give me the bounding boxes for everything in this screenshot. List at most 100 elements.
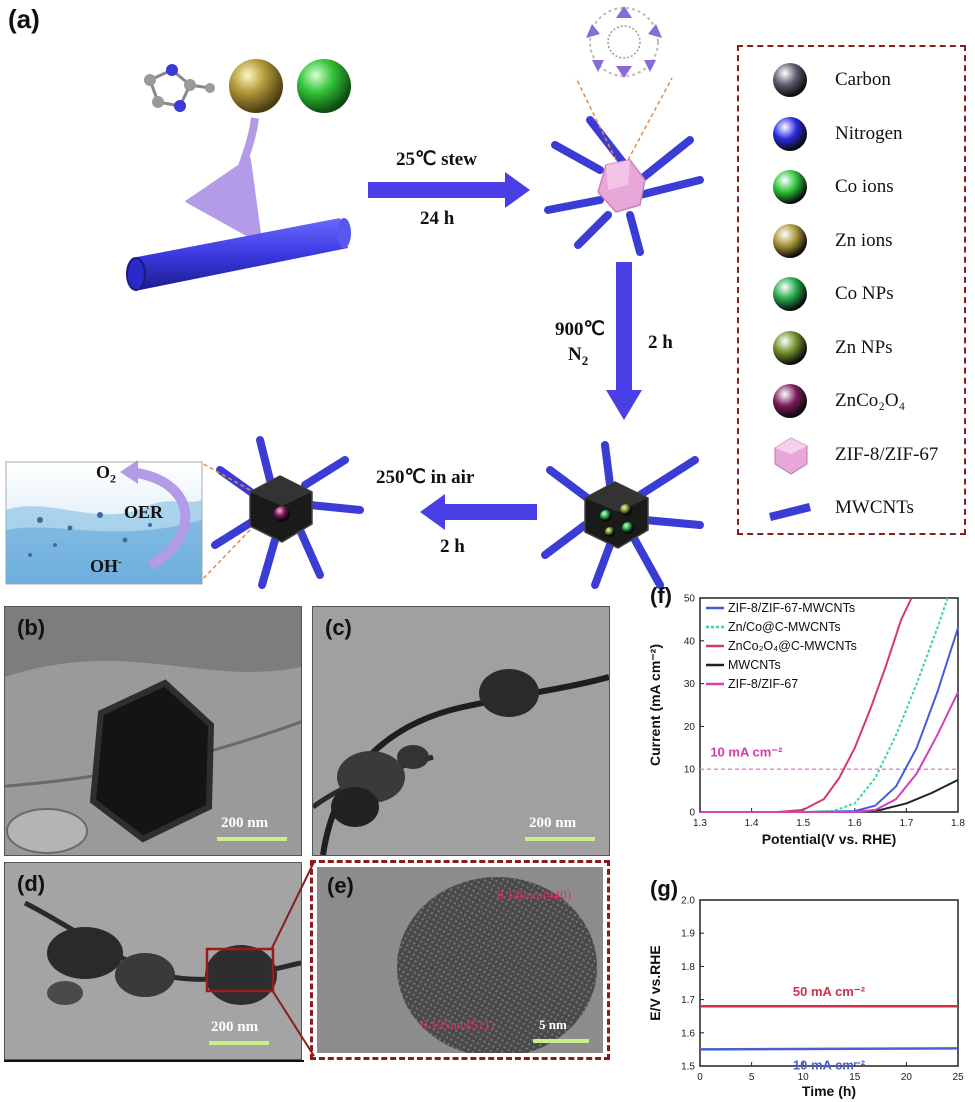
- x-tick-label: 5: [749, 1072, 755, 1083]
- legend-label: MWCNTs: [835, 497, 914, 518]
- o2-label: O2: [96, 462, 117, 486]
- annealing-temperature-label: 250℃ in air: [376, 467, 475, 488]
- y-tick-label: 2.0: [681, 896, 695, 907]
- legend-item: Carbon: [739, 55, 964, 105]
- mwcnt-tube: [126, 218, 351, 291]
- y-tick-label: 1.7: [681, 995, 695, 1006]
- legend-label: ZnCo₂O₄: [835, 390, 906, 411]
- series-line: [700, 627, 959, 813]
- legend-item: ZIF-8/ZIF-67: [739, 430, 964, 480]
- y-axis-label: E/V vs.RHE: [647, 945, 663, 1020]
- x-tick-label: 1.3: [693, 818, 707, 829]
- legend-label: Co NPs: [835, 283, 894, 304]
- x-tick-label: 15: [849, 1072, 861, 1083]
- y-tick-label: 1.6: [681, 1028, 695, 1039]
- series-line: [699, 1047, 959, 1051]
- y-tick-label: 1.9: [681, 929, 695, 940]
- series-line: [700, 597, 949, 813]
- tem-image-c: (c) 200 nm: [312, 606, 610, 856]
- legend-swatch-icon: [773, 63, 807, 97]
- legend-swatch-icon: [773, 277, 807, 311]
- stew-temperature-label: 25℃ stew: [396, 149, 477, 170]
- legend-swatch-icon: [769, 503, 811, 521]
- y-tick-label: 20: [684, 722, 696, 733]
- legend-swatch-icon: [773, 223, 807, 258]
- legend-item: Nitrogen: [739, 109, 964, 159]
- panel-label-a: (a): [8, 4, 40, 34]
- series-label: 10 mA cm⁻²: [793, 1057, 866, 1072]
- panel-label-d: (d): [17, 871, 46, 896]
- series-label: 50 mA cm⁻²: [793, 984, 866, 999]
- synthesis-scheme: [5, 6, 704, 589]
- series-line: [700, 597, 913, 813]
- legend-label: Carbon: [835, 69, 891, 90]
- x-axis-label: Time (h): [802, 1083, 856, 1099]
- zoom-connector: [271, 861, 315, 1057]
- tem-image-d: (d) 200 nm: [4, 862, 302, 1060]
- pyrolysis-temperature-label: 900℃: [555, 319, 605, 340]
- znco2o4-c-mwcnt: [211, 436, 364, 589]
- y-tick-label: 0: [689, 808, 695, 819]
- lattice-label-511: 0.155nm(511): [421, 1017, 495, 1032]
- panel-label-f: (f): [650, 583, 672, 608]
- divider-line: [4, 1060, 304, 1062]
- lattice-label-440: 0.140nm(440): [497, 887, 572, 902]
- panel-label-b: (b): [17, 615, 46, 640]
- hrtem-frame: (e) 0.140nm(440) 0.155nm(511) 5 nm: [310, 860, 610, 1060]
- reference-annotation: 10 mA cm⁻²: [710, 744, 783, 759]
- legend-swatch-icon: [774, 436, 808, 475]
- co-ion-sphere: [297, 59, 351, 113]
- y-tick-label: 30: [684, 679, 696, 690]
- tem-image-e: (e) 0.140nm(440) 0.155nm(511) 5 nm: [317, 867, 603, 1053]
- legend-label: Nitrogen: [835, 122, 903, 144]
- legend-item: Zn NPs: [739, 323, 964, 373]
- x-tick-label: 1.4: [745, 818, 759, 829]
- panel-label-g: (g): [650, 876, 679, 901]
- legend-swatch-icon: [773, 170, 807, 204]
- legend-item: Co ions: [739, 162, 964, 212]
- stew-time-label: 24 h: [420, 208, 455, 229]
- oer-inset: [5, 460, 203, 585]
- legend-item: MWCNTs: [739, 483, 964, 533]
- panel-label-c: (c): [325, 615, 352, 640]
- zif-framework-icon: [586, 6, 662, 78]
- x-tick-label: 1.5: [796, 818, 810, 829]
- arrow-pyrolysis: [606, 262, 642, 420]
- scale-label-c: 200 nm: [529, 815, 577, 831]
- x-tick-label: 25: [952, 1072, 964, 1083]
- oh-label: OH-: [90, 556, 122, 576]
- y-tick-label: 1.5: [681, 1062, 695, 1073]
- series-line: [700, 779, 959, 813]
- methylimidazole-molecule: [144, 64, 215, 112]
- zn-ion-sphere: [229, 59, 283, 113]
- pyrolysis-gas-label: N2: [568, 344, 589, 368]
- legend-swatch-icon: [773, 384, 807, 418]
- x-tick-label: 20: [901, 1072, 913, 1083]
- x-tick-label: 1.6: [848, 818, 862, 829]
- pyrolysis-time-label: 2 h: [648, 332, 673, 353]
- legend-label: Co ions: [835, 176, 894, 197]
- legend-item: ZnCo₂O₄: [739, 376, 964, 426]
- zn-co-c-mwcnt: [541, 441, 704, 589]
- y-tick-label: 40: [684, 636, 696, 647]
- annealing-time-label: 2 h: [440, 536, 465, 557]
- series-line: [700, 691, 959, 813]
- legend-item: Zn ions: [739, 216, 964, 266]
- legend-entry: ZIF-8/ZIF-67: [728, 677, 798, 691]
- legend-entry: MWCNTs: [728, 658, 781, 672]
- legend-item: Co NPs: [739, 269, 964, 319]
- y-tick-label: 1.8: [681, 962, 695, 973]
- oer-label: OER: [124, 502, 164, 522]
- legend-label: Zn ions: [835, 229, 893, 251]
- plot-frame: [699, 899, 959, 1067]
- arrow-stew: [368, 172, 530, 208]
- arrow-annealing: [420, 494, 537, 530]
- legend-label: Zn NPs: [835, 336, 893, 358]
- scale-label-b: 200 nm: [221, 815, 269, 831]
- y-tick-label: 50: [684, 594, 696, 605]
- x-axis-label: Potential(V vs. RHE): [762, 831, 897, 847]
